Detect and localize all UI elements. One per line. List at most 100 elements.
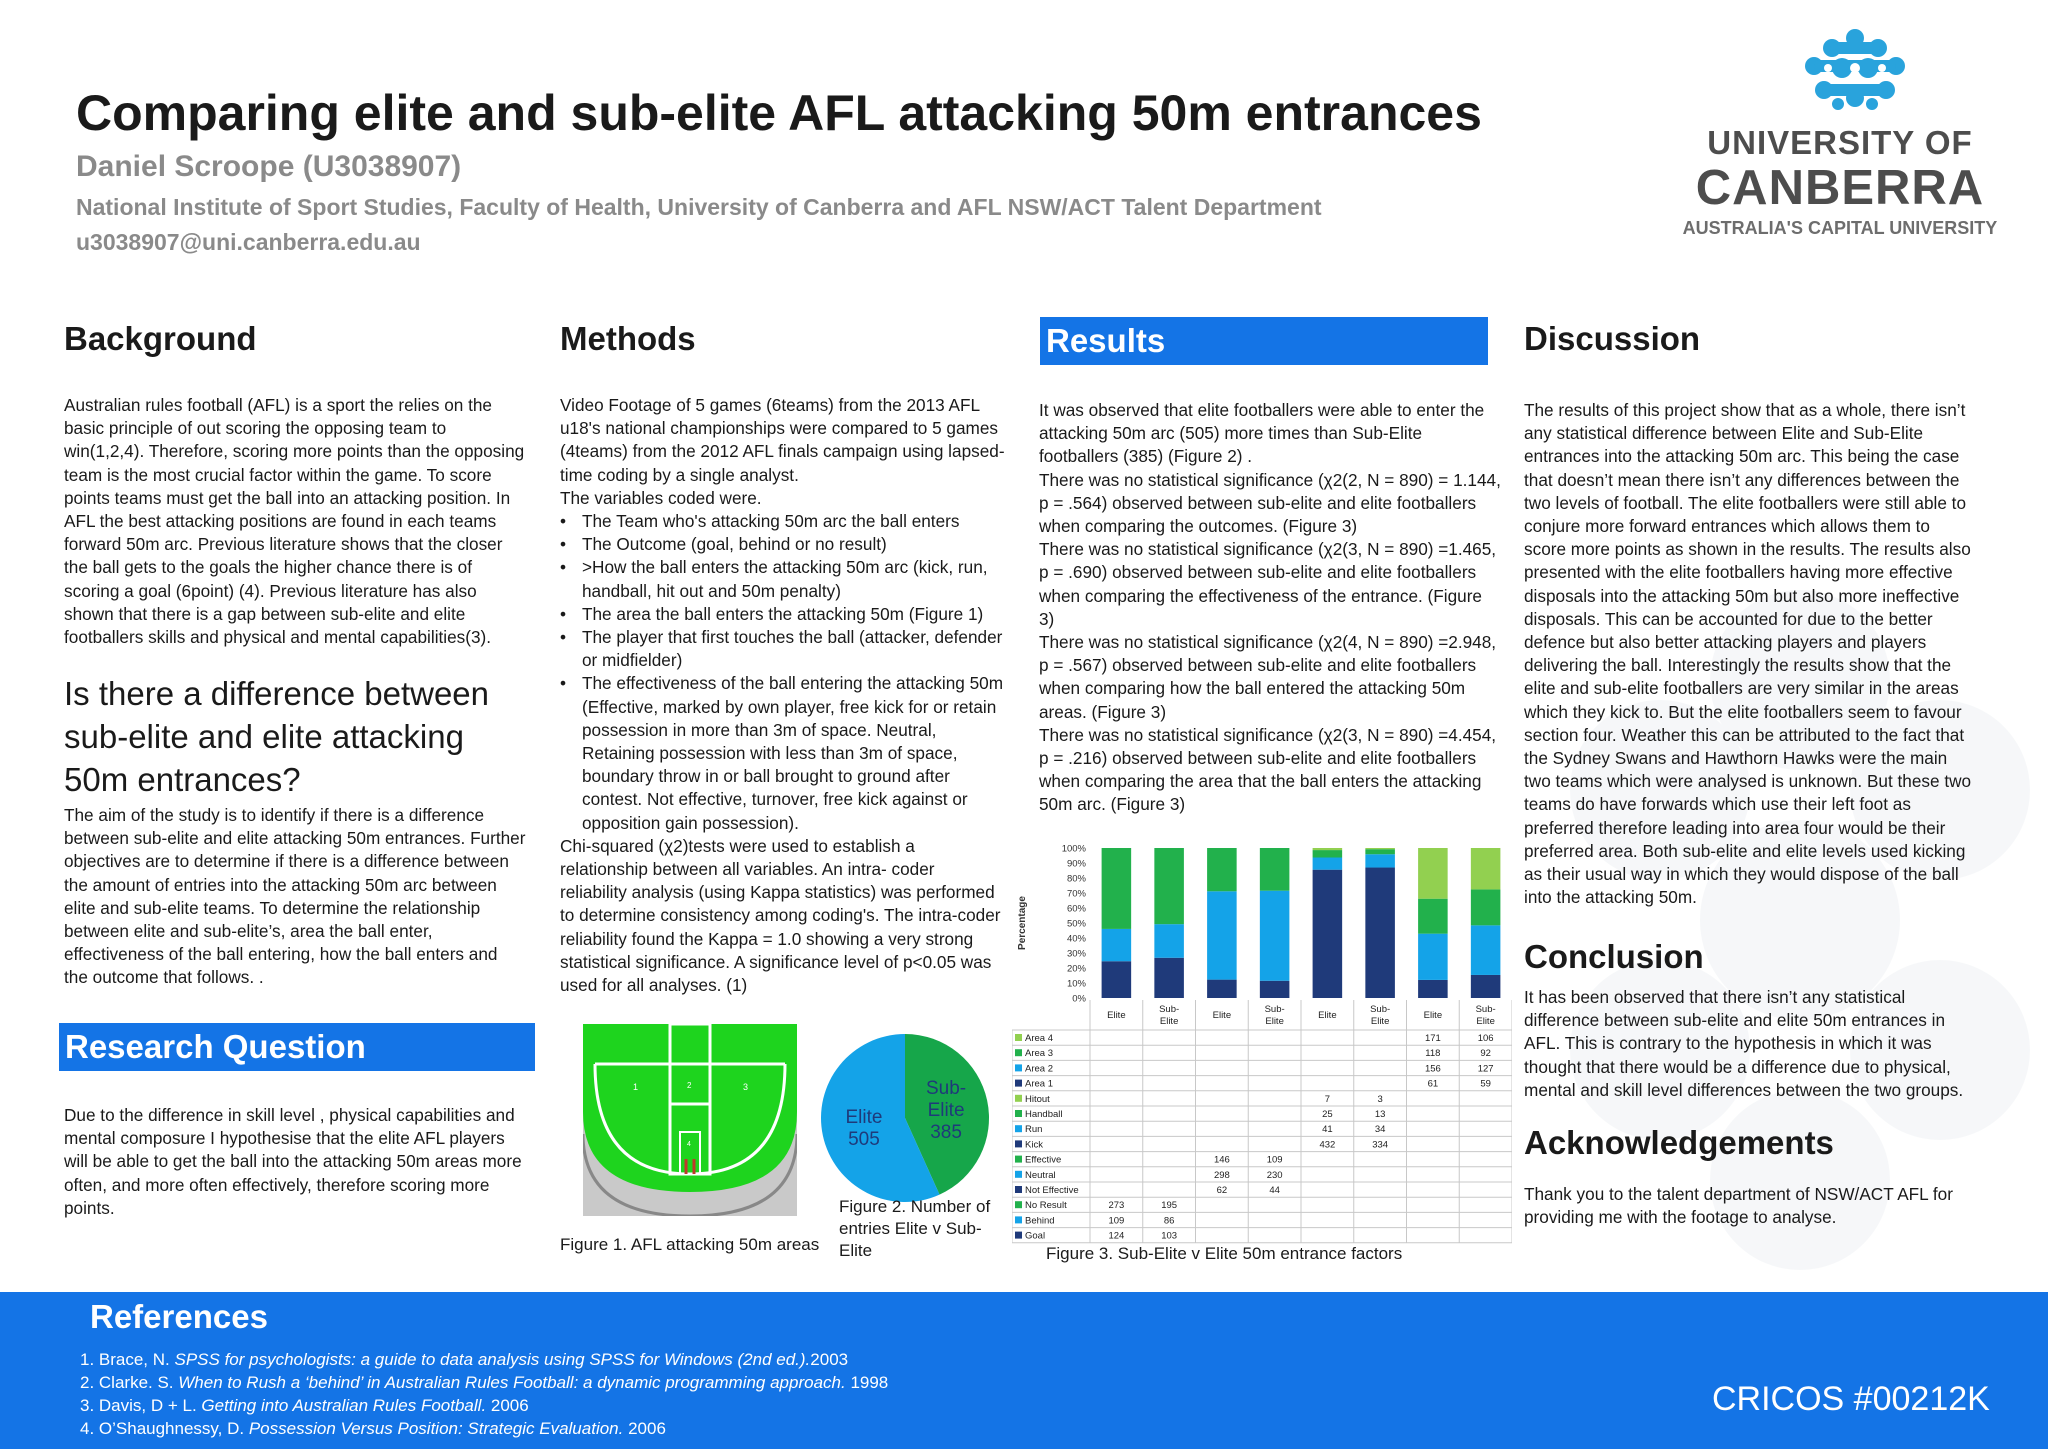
acknowledgements-text: Thank you to the talent department of NS… (1524, 1184, 1953, 1228)
logo-watermark-icon (1570, 590, 2030, 1270)
list-item: The player that first touches the ball (… (560, 626, 1006, 672)
legend-label: Area 4 (1025, 1033, 1053, 1044)
legend-label: Area 3 (1025, 1048, 1053, 1059)
legend-label: Kick (1025, 1139, 1043, 1150)
background-heading: Background (64, 320, 257, 357)
bar-segment (1101, 848, 1132, 929)
legend-label: Run (1025, 1124, 1042, 1135)
y-tick-label: 60% (1067, 904, 1087, 915)
data-label: 25 (1322, 1109, 1333, 1120)
data-label: 118 (1425, 1048, 1440, 1059)
data-label: 3 (1377, 1094, 1382, 1105)
university-logo: UNIVERSITY OF CANBERRA AUSTRALIA'S CAPIT… (1640, 28, 2040, 248)
reference-item: 2. Clarke. S. When to Rush a ‘behind’ in… (80, 1371, 888, 1394)
data-label: 432 (1319, 1139, 1335, 1150)
legend-label: Effective (1025, 1155, 1061, 1166)
poster-title: Comparing elite and sub-elite AFL attack… (76, 85, 1482, 141)
legend-swatch (1015, 1034, 1022, 1041)
data-label: 41 (1322, 1124, 1333, 1135)
bar-segment (1365, 867, 1395, 998)
area-label: 3 (743, 1082, 748, 1092)
results-paragraph: It was observed that elite footballers w… (1039, 400, 1485, 467)
methods-variable-list: The Team who's attacking 50m arc the bal… (560, 510, 1006, 835)
area-label: 2 (687, 1081, 692, 1090)
legend-label: Behind (1025, 1215, 1055, 1226)
bar-segment (1154, 848, 1184, 925)
results-paragraph: There was no statistical significance (χ… (1039, 469, 1501, 537)
legend-label: Neutral (1025, 1170, 1056, 1181)
y-tick-label: 50% (1067, 919, 1087, 930)
list-item: The Outcome (goal, behind or no result) (560, 533, 1006, 556)
y-axis-label: Percentage (1017, 896, 1028, 950)
results-paragraph: There was no statistical significance (χ… (1039, 539, 1497, 629)
legend-label: Area 2 (1025, 1063, 1053, 1074)
bar-segment (1365, 849, 1395, 855)
bar-segment (1259, 890, 1290, 981)
author-email: u3038907@uni.canberra.edu.au (76, 229, 421, 255)
figure2-caption: Figure 2. Number of entries Elite v Sub-… (839, 1197, 991, 1260)
logo-text-line1: UNIVERSITY OF (1707, 124, 1973, 161)
data-label: 106 (1478, 1033, 1494, 1044)
y-tick-label: 90% (1067, 859, 1087, 870)
reference-item: 3. Davis, D + L. Getting into Australian… (80, 1394, 888, 1417)
x-tick-label: Elite (1213, 1010, 1231, 1021)
bar-segment (1418, 933, 1448, 980)
data-label: 230 (1267, 1170, 1283, 1181)
x-tick-label: Elite (1107, 1010, 1125, 1021)
results-text: It was observed that elite footballers w… (1039, 399, 1501, 817)
bar-segment (1207, 891, 1237, 980)
y-tick-label: 100% (1062, 844, 1087, 855)
bar-segment (1470, 974, 1501, 998)
y-tick-label: 30% (1067, 949, 1087, 960)
reference-author: 3. Davis, D + L. (80, 1396, 202, 1415)
legend-swatch (1015, 1125, 1022, 1133)
bar-segment (1418, 979, 1448, 998)
data-label: 13 (1375, 1109, 1386, 1120)
reference-item: 1. Brace, N. SPSS for psychologists: a g… (80, 1348, 888, 1371)
reference-title: When to Rush a ‘behind’ in Australian Ru… (178, 1373, 846, 1392)
data-label: 92 (1480, 1048, 1491, 1059)
logo-text-line2: CANBERRA (1695, 161, 1985, 215)
bar-segment (1418, 848, 1448, 899)
data-label: 86 (1164, 1215, 1175, 1226)
y-tick-label: 70% (1067, 889, 1087, 900)
reference-year: 1998 (845, 1373, 889, 1392)
bar-segment (1207, 848, 1237, 892)
data-label: 171 (1425, 1033, 1441, 1044)
methods-body: Video Footage of 5 games (6teams) from t… (560, 394, 1006, 997)
x-tick-label: Elite (1265, 1016, 1283, 1027)
bar-segment (1470, 925, 1501, 975)
pie-label: Elite (845, 1107, 882, 1128)
figure3-stacked-bar-chart: Percentage0%10%20%30%40%50%60%70%80%90%1… (1012, 844, 1512, 1244)
y-tick-label: 40% (1067, 934, 1087, 945)
data-label: 44 (1269, 1185, 1280, 1196)
reference-item: 4. O’Shaughnessy, D. Possession Versus P… (80, 1417, 888, 1440)
cricos-code: CRICOS #00212K (1712, 1380, 1990, 1418)
bar-segment (1259, 980, 1290, 998)
reference-title: Getting into Australian Rules Football. (201, 1396, 487, 1415)
research-question-heading: Research Question (59, 1023, 535, 1071)
legend-swatch (1015, 1049, 1022, 1057)
legend-swatch (1015, 1155, 1022, 1163)
reference-year: 2003 (810, 1350, 849, 1369)
reference-year: 2006 (623, 1419, 666, 1438)
methods-analysis: Chi-squared (χ2)tests were used to estab… (560, 835, 1001, 996)
conclusion-heading: Conclusion (1524, 938, 1704, 975)
institution: National Institute of Sport Studies, Fac… (76, 194, 1322, 220)
references-footer: References 1. Brace, N. SPSS for psychol… (0, 1292, 2048, 1449)
legend-swatch (1015, 1216, 1022, 1224)
figure1-caption: Figure 1. AFL attacking 50m areas (560, 1235, 820, 1254)
results-heading: Results (1040, 317, 1488, 365)
reference-title: Possession Versus Position: Strategic Ev… (248, 1419, 624, 1438)
legend-label: Not Effective (1025, 1185, 1079, 1196)
pie-label: 385 (930, 1122, 962, 1143)
bar-segment (1312, 850, 1343, 858)
methods-heading: Methods (560, 320, 696, 357)
y-tick-label: 20% (1067, 964, 1087, 975)
x-tick-label: Sub- (1370, 1004, 1390, 1015)
data-label: 103 (1161, 1231, 1177, 1242)
x-tick-label: Sub- (1265, 1004, 1285, 1015)
data-label: 7 (1325, 1094, 1330, 1105)
data-label: 334 (1372, 1139, 1388, 1150)
